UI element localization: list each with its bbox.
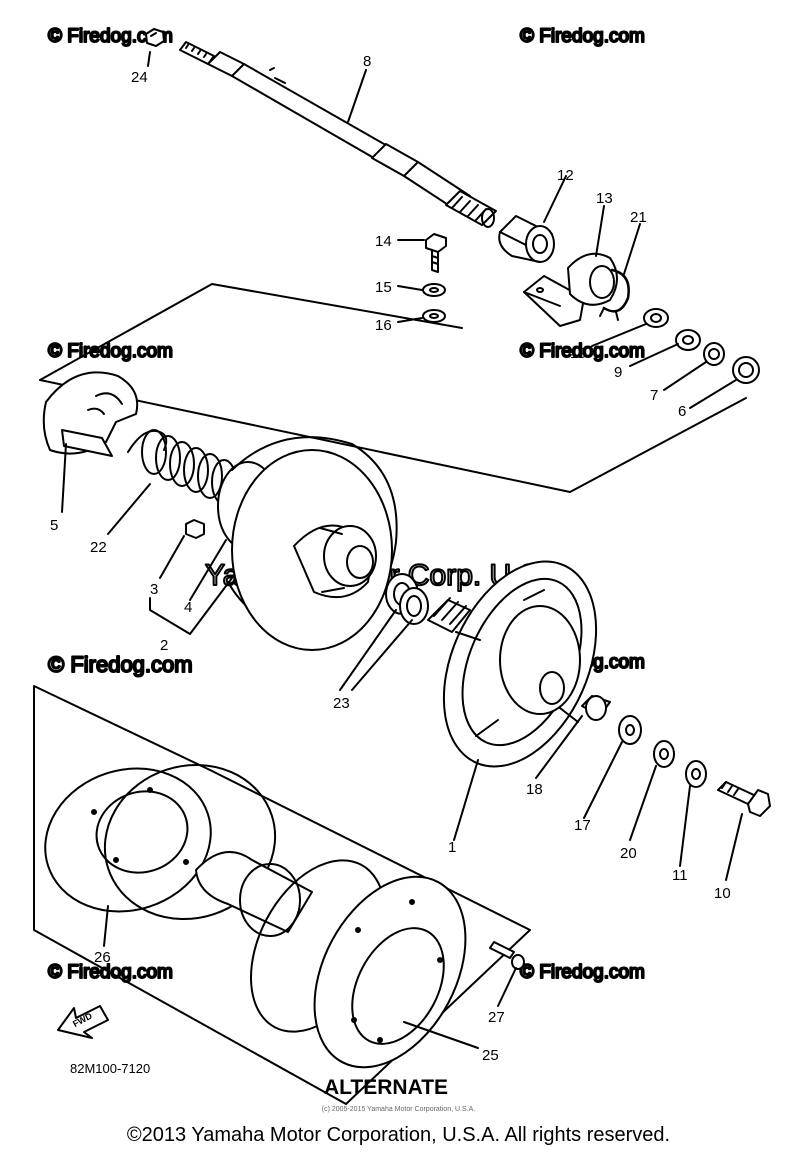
callout-20: 20	[620, 845, 637, 862]
watermark: © Firedog.com	[520, 26, 645, 47]
callout-1: 1	[448, 839, 456, 856]
movable-sheave	[217, 436, 398, 651]
cam	[42, 371, 139, 457]
source-line: (c) 2005-2015 Yamaha Motor Corporation, …	[321, 1106, 476, 1113]
watermark: © Firedog.com	[520, 962, 645, 983]
diagram-code: 82M100-7120	[70, 1061, 150, 1076]
callout-13: 13	[596, 190, 613, 207]
callout-19: 19	[570, 345, 587, 362]
callout-9: 9	[614, 364, 622, 381]
fixed-sheave	[427, 560, 598, 768]
callout-2: 2	[160, 637, 168, 654]
callout-15: 15	[375, 279, 392, 296]
copyright-notice: ©2013 Yamaha Motor Corporation, U.S.A. A…	[126, 1124, 671, 1146]
callout-22: 22	[90, 539, 107, 556]
callout-18: 18	[526, 781, 543, 798]
callout-27: 27	[488, 1009, 505, 1026]
callout-14: 14	[375, 233, 392, 250]
callout-16: 16	[375, 317, 392, 334]
callout-8: 8	[363, 53, 371, 70]
callout-25: 25	[482, 1047, 499, 1064]
callout-17: 17	[574, 817, 591, 834]
callouts: 24 8 12 13 21 14 15 16 19 9 7 6 5 22 3 4…	[50, 53, 731, 1064]
callout-4: 4	[184, 599, 192, 616]
callout-26: 26	[94, 949, 111, 966]
callout-6: 6	[678, 403, 686, 420]
callout-24: 24	[131, 69, 148, 86]
watermark: © Firedog.com	[48, 652, 193, 677]
callout-5: 5	[50, 517, 58, 534]
watermark: © Firedog.com	[48, 26, 173, 47]
alternate-label: ALTERNATE	[324, 1076, 448, 1099]
watermark: © Firedog.com	[48, 341, 173, 362]
callout-11: 11	[672, 867, 688, 884]
bearing	[498, 215, 555, 263]
callout-23: 23	[333, 695, 350, 712]
bearing-housing	[523, 252, 618, 327]
shaft	[179, 41, 497, 228]
callout-21: 21	[630, 209, 647, 226]
callout-3: 3	[150, 581, 158, 598]
callout-12: 12	[557, 167, 574, 184]
callout-7: 7	[650, 387, 658, 404]
watermark: © Firedog.com	[520, 341, 645, 362]
callout-10: 10	[714, 885, 731, 902]
